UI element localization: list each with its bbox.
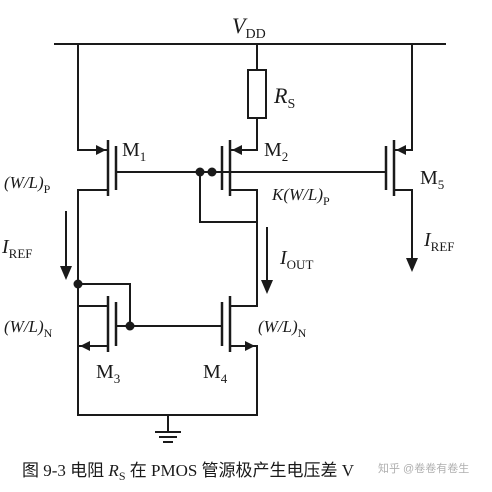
m1-source-arrow: [96, 145, 106, 155]
rs-body: [247, 69, 267, 119]
iout-label: IOUT: [279, 247, 313, 272]
figure-caption: 图 9-3 电阻 RS 在 PMOS 管源极产生电压差 V: [22, 461, 355, 483]
transistor-m4: M4 (W/L)N: [203, 296, 307, 416]
m2-size-label: K(W/L)P: [271, 185, 330, 208]
m3-size-label: (W/L)N: [4, 317, 53, 340]
m1-size-label: (W/L)P: [4, 173, 51, 196]
transistor-m1: M1 (W/L)P: [4, 43, 146, 196]
watermark-text: 知乎 @卷卷有卷生: [378, 461, 469, 475]
transistor-m3: M3 (W/L)N: [4, 296, 120, 416]
iref-right-label: IREF: [423, 229, 455, 254]
m4-source-arrow: [245, 341, 255, 351]
m2-label: M2: [264, 139, 288, 164]
iout-arrow: [261, 280, 273, 294]
resistor-rs: RS: [247, 43, 295, 151]
m3-source-arrow: [80, 341, 90, 351]
transistor-m5: M5 IREF: [384, 43, 455, 272]
m1-label: M1: [122, 139, 146, 164]
m4-size-label: (W/L)N: [258, 317, 307, 340]
m4-label: M4: [203, 361, 228, 386]
iref-right-arrow: [406, 258, 418, 272]
m3-label: M3: [96, 361, 120, 386]
ground-icon: [155, 431, 181, 443]
transistor-m2: M2 K(W/L)P: [220, 139, 330, 223]
vdd-label: VDD: [232, 13, 266, 42]
rs-label: RS: [273, 83, 295, 112]
iref-left-label: IREF: [1, 236, 33, 261]
m5-source-arrow: [396, 145, 406, 155]
nmos-gate-junction: [125, 321, 135, 331]
m2-source-arrow: [232, 145, 242, 155]
iref-left-arrow: [60, 266, 72, 280]
m5-label: M5: [420, 167, 444, 192]
gate-bus-junction-2: [207, 167, 217, 177]
